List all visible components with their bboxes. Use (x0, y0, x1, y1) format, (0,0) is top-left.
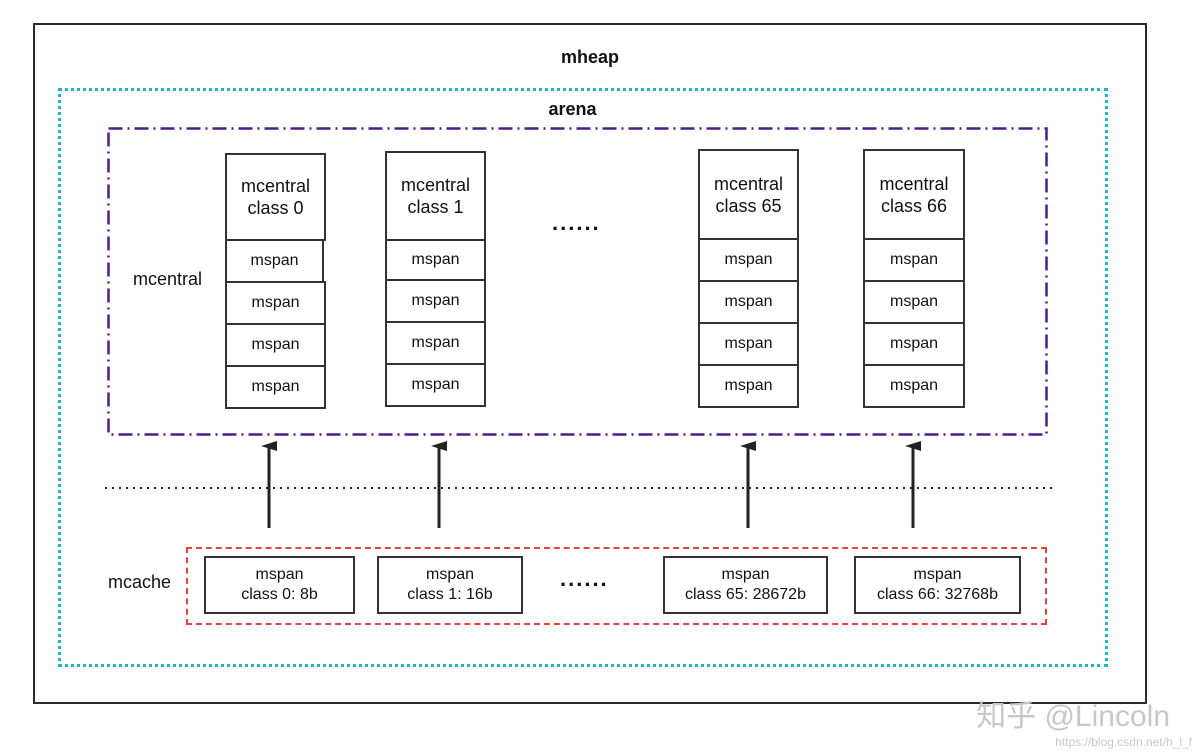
mspan-cell: mspan (225, 281, 326, 325)
mspan-cell: mspan (698, 364, 799, 408)
mcentral-ellipsis: ...... (552, 210, 601, 235)
mspan-cell: mspan (863, 364, 965, 408)
mspan-cell: mspan (863, 238, 965, 282)
mheap-title: mheap (560, 47, 620, 67)
arena-box (58, 88, 1108, 667)
mspan-cell: mspan (698, 280, 799, 324)
mcache-label: mcache (108, 572, 172, 592)
mspan-cell: mspan (385, 279, 486, 323)
mspan-cell: mspan (225, 323, 326, 367)
arena-title: arena (548, 99, 597, 119)
watermark-text: 知乎 @Lincoln (976, 700, 1170, 733)
mspan-cell: mspan (225, 365, 326, 409)
mspan-cell: mspan (385, 239, 486, 281)
mcentral-label: mcentral (133, 269, 203, 289)
mspan-cell: mspan (863, 280, 965, 324)
mheap-box (33, 23, 1147, 704)
mspan-cell: mspan (698, 322, 799, 366)
mspan-cell: mspan (225, 239, 324, 283)
connector-layer (105, 441, 1057, 528)
mcache-region (186, 547, 1047, 625)
watermark-url: https://blog.csdn.net/h_l_f (1055, 735, 1192, 749)
mspan-cell: mspan (698, 238, 799, 282)
mcentral-region (107, 127, 1048, 436)
mspan-cell: mspan (385, 321, 486, 365)
mcache-ellipsis: ...... (560, 566, 609, 591)
mspan-cell: mspan (863, 322, 965, 366)
mspan-cell: mspan (385, 363, 486, 407)
